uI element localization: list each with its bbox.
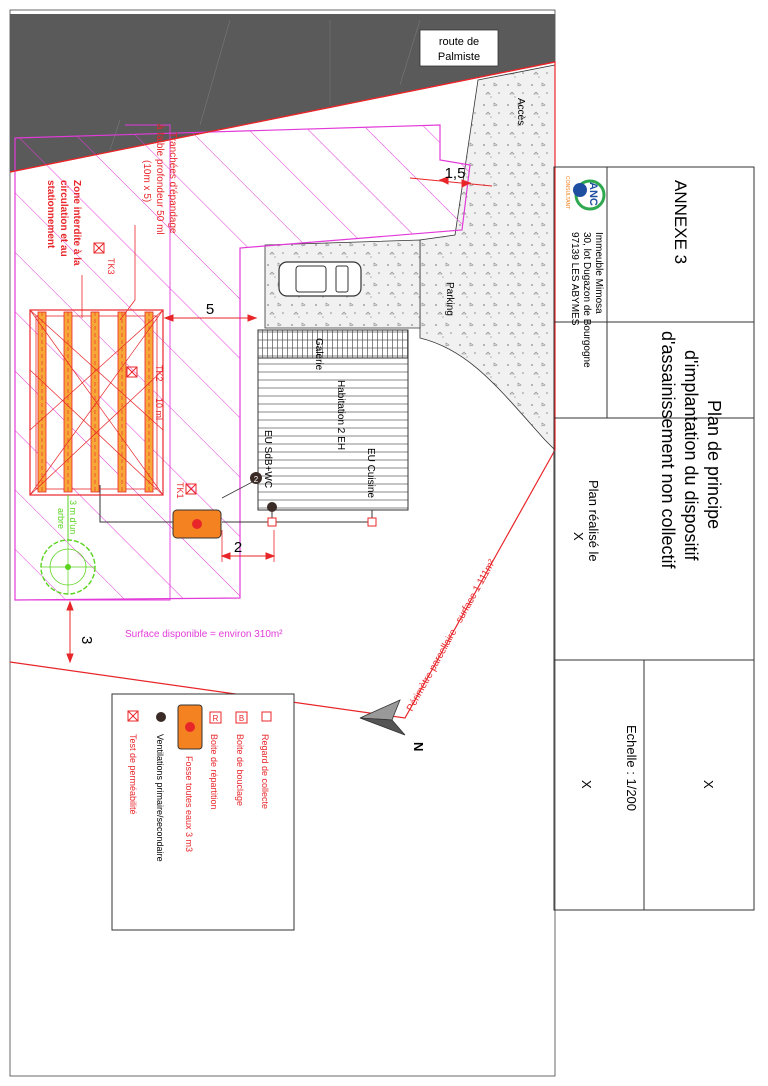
legend-septic-tank-icon — [177, 704, 203, 750]
svg-text:B: B — [239, 714, 244, 723]
title-block — [553, 166, 755, 911]
permeability-test-tk2 — [126, 366, 138, 378]
date-label: Plan réalisé le — [586, 480, 601, 562]
ventilation-primary — [267, 502, 277, 512]
dimension-5: 5 — [206, 301, 214, 318]
house-gallery — [257, 329, 409, 359]
house-building — [257, 329, 409, 511]
spreading-trench-field — [29, 309, 164, 496]
svg-text:CONSULTANT: CONSULTANT — [564, 176, 570, 209]
legend-label-ventilation: Ventilations primaire/secondaire — [155, 734, 165, 862]
trench-note-leader — [119, 225, 136, 321]
legend-ventilation-icon — [156, 712, 166, 722]
vent-number-label: 2 — [254, 475, 259, 484]
legend-label-inspection-box: Regard de collecte — [260, 734, 270, 809]
inspection-box-bathroom — [267, 517, 277, 527]
trench-note-line-1: Tranchées d'épandage — [167, 132, 178, 234]
eu-bathroom-label: EU SdB+WC — [262, 430, 273, 488]
house-name-label: Habitation 2 EH — [335, 380, 346, 450]
company-logo: ANC CONSULTANT — [564, 176, 606, 211]
ventilation-secondary — [250, 472, 262, 484]
road-label-line-1: route de — [439, 36, 479, 48]
car-icon — [278, 261, 362, 297]
legend-distribution-box-icon: R — [209, 711, 222, 724]
legend-label-loop-box: Boite de bouclage — [235, 734, 245, 806]
gallery-label: Galerie — [313, 338, 324, 371]
tk3-label: TK3 — [106, 258, 116, 275]
company-line-3: 97139 LES ABYMES — [569, 232, 580, 326]
tree-icon — [40, 539, 96, 595]
forbidden-zone-line-1: Zone interdite à la — [71, 180, 82, 266]
north-arrow-icon — [359, 699, 406, 736]
title-line-3: d'assainissement non collectif — [658, 331, 678, 570]
legend-loop-box-icon: B — [235, 711, 248, 724]
title-line-2: d'implantation du dispositif — [681, 350, 701, 562]
inspection-box-kitchen — [367, 517, 377, 527]
legend-inspection-box-icon — [261, 711, 272, 722]
scale-label: Echelle : 1/200 — [624, 725, 639, 811]
road — [10, 14, 555, 172]
legend-box — [111, 693, 295, 931]
trench-note-line-3: (10m x 5) — [141, 160, 152, 202]
dimension-3: 3 — [78, 636, 95, 644]
north-label: N — [411, 742, 426, 751]
road-label-box — [419, 29, 499, 67]
parking-label: Parking — [444, 282, 455, 316]
legend-label-septic-tank: Fosse toutes eaux 3 m3 — [184, 756, 194, 852]
permeability-test-tk1 — [185, 483, 197, 495]
available-area-label: Surface disponible = environ 310m² — [125, 629, 283, 640]
perimeter-label: Périmètre parcellaire - surface 1 111m² — [405, 557, 498, 713]
available-area-zone — [14, 124, 471, 601]
tk1-label: TK1 — [175, 482, 185, 499]
trench-note-line-2: à faible profondeur 50 ml — [154, 124, 165, 235]
svg-text:R: R — [213, 714, 219, 723]
scale-x-value: X — [579, 780, 594, 789]
road-label-line-2: Palmiste — [438, 51, 480, 63]
tk2-label: TK2 — [154, 365, 164, 382]
septic-tank-inlet — [192, 519, 202, 529]
date-value: X — [571, 532, 586, 541]
svg-text:ANC: ANC — [587, 182, 599, 206]
forbidden-zone-line-3: stationnement — [45, 180, 56, 249]
top-x-value: X — [701, 780, 716, 789]
tree-note-line-2: arbre — [56, 508, 66, 529]
drawing-frame — [9, 9, 556, 1077]
permeability-test-tk3 — [93, 242, 105, 254]
eu-kitchen-label: EU Cuisine — [365, 448, 376, 498]
title-line-1: Plan de principe — [704, 400, 724, 529]
forbidden-zone-outline — [15, 124, 171, 601]
gravel-access-area — [419, 64, 556, 451]
tree-note-line-1: 3 m d'un — [68, 500, 78, 534]
company-line-1: Immeuble Mimosa — [593, 232, 604, 314]
access-label: Accès — [515, 98, 526, 125]
legend-label-permeability-test: Test de perméabilité — [128, 734, 138, 815]
forbidden-zone-line-2: circulation et au — [58, 180, 69, 257]
legend-permeability-test-icon — [127, 710, 139, 722]
legend-label-distribution-box: Boite de répartition — [209, 734, 219, 810]
company-line-2: 30, lot Dugazon de Bourgogne — [581, 232, 592, 368]
annex-label: ANNEXE 3 — [671, 180, 690, 264]
dimension-1-5: 1,5 — [445, 165, 466, 182]
dimension-2: 2 — [234, 539, 242, 556]
trench-length-label: 10 ml — [154, 398, 164, 420]
